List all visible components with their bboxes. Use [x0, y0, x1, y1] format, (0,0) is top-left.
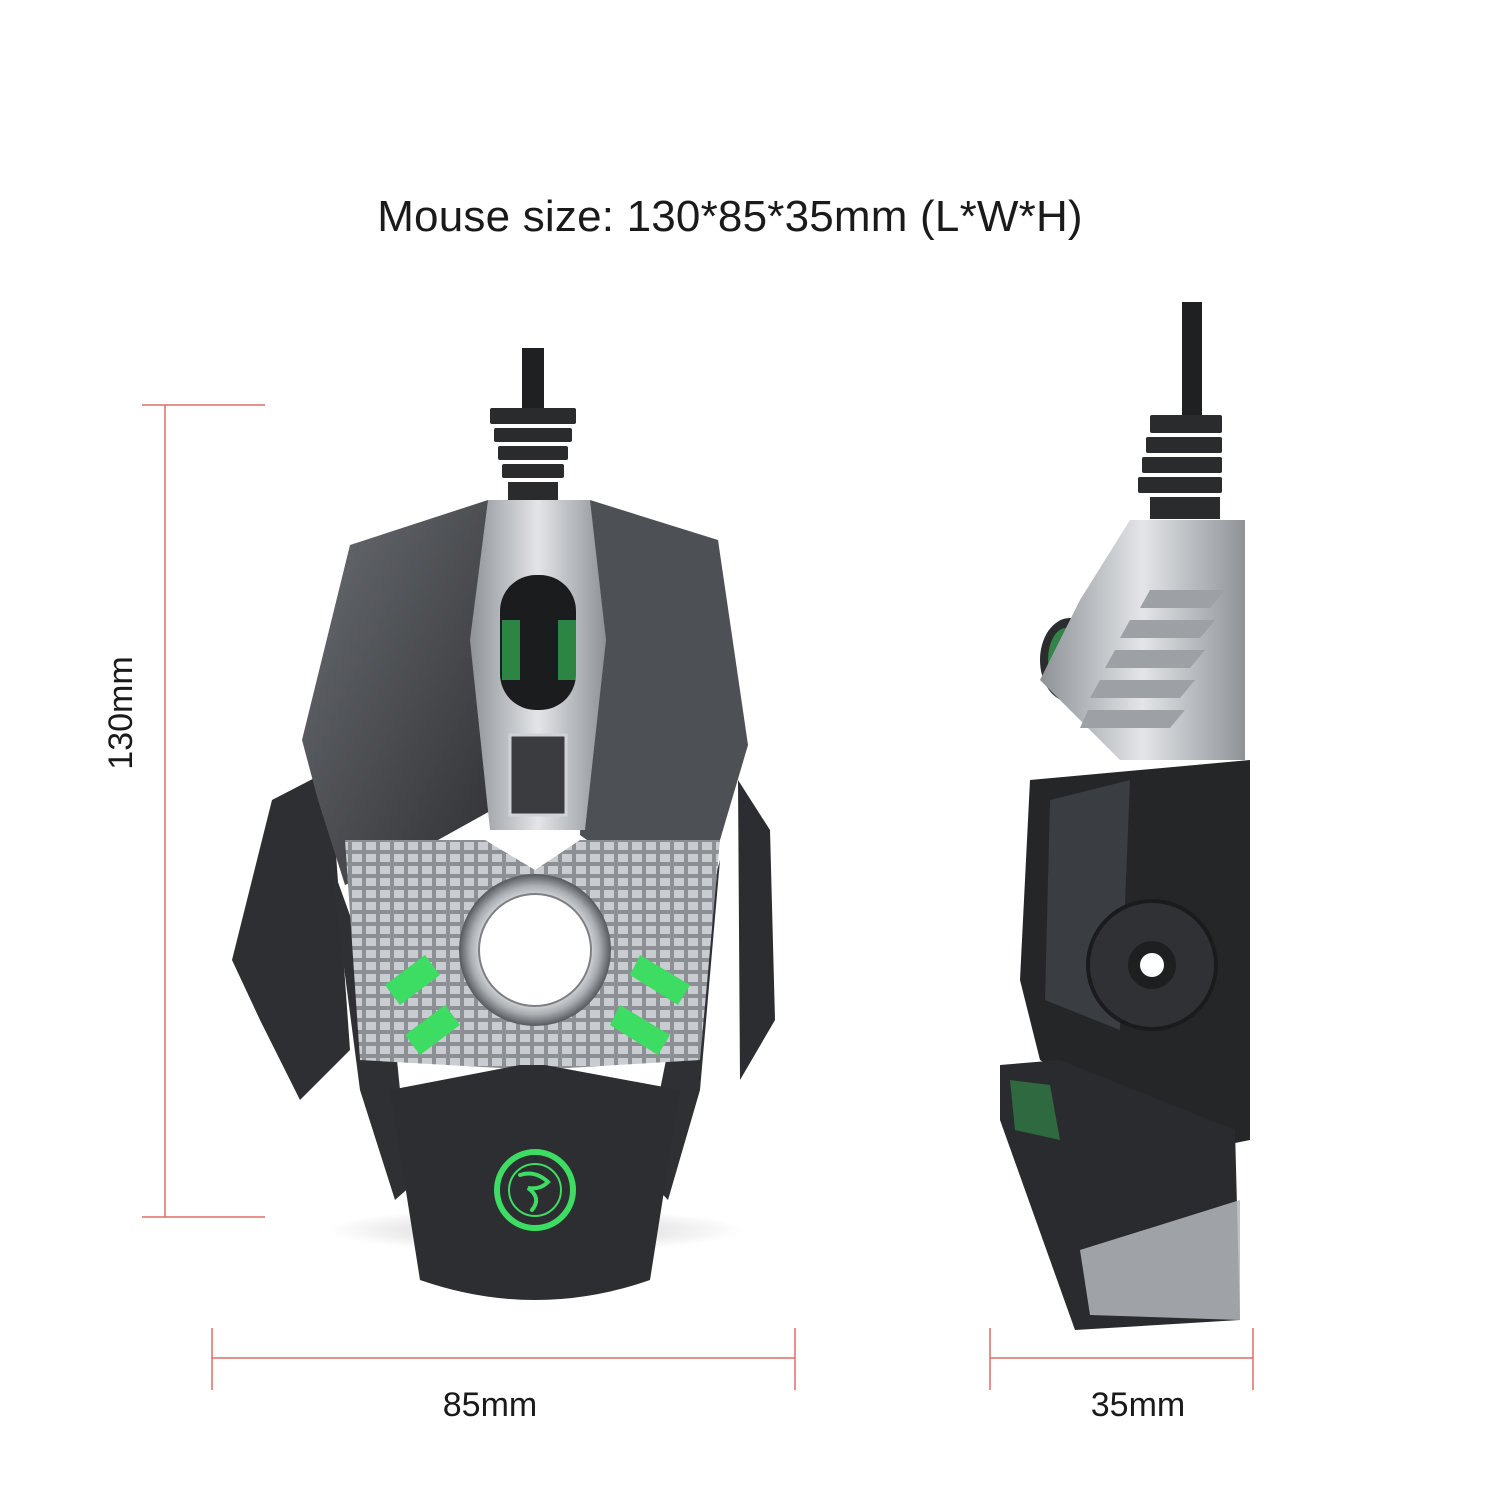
mouse-side-view — [1000, 302, 1250, 1330]
width-dimension-label: 85mm — [442, 1386, 538, 1424]
dimension-lines — [142, 404, 1254, 1390]
mouse-top-view — [232, 348, 775, 1300]
page-title: Mouse size: 130*85*35mm (L*W*H) — [377, 192, 1083, 241]
scorpion-logo-icon — [494, 1149, 576, 1231]
length-dimension-label: 130mm — [102, 656, 140, 770]
height-dimension-label: 35mm — [1090, 1386, 1186, 1424]
